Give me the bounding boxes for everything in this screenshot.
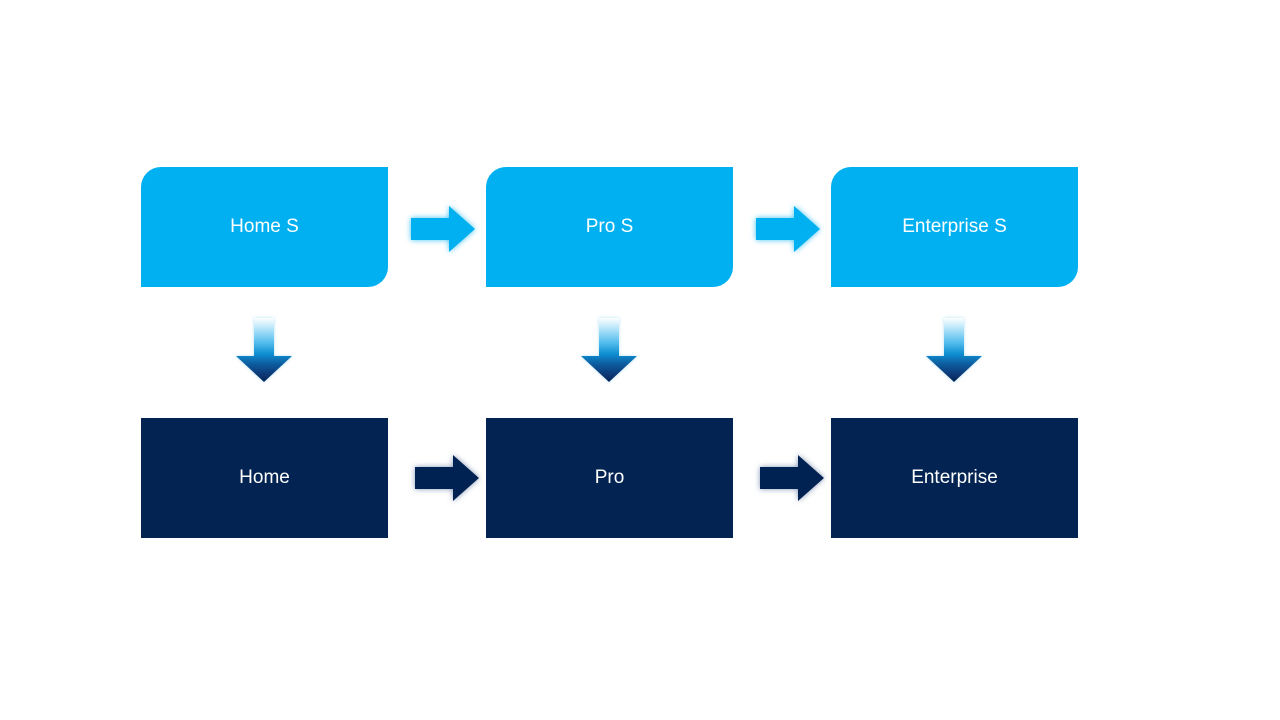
box-enterprise-s-label: Enterprise S — [902, 215, 1007, 237]
box-home-s-label: Home S — [230, 215, 299, 237]
down-arrow-icon — [236, 318, 292, 382]
box-pro-label: Pro — [594, 466, 625, 488]
box-home-s: Home S — [141, 167, 388, 287]
right-arrow-icon — [756, 206, 820, 252]
right-arrow-icon — [415, 455, 479, 501]
box-pro-s: Pro S — [486, 167, 733, 287]
box-home: Home — [141, 418, 388, 538]
down-arrow-icon — [581, 318, 637, 382]
right-arrow-icon — [411, 206, 475, 252]
box-enterprise-label: Enterprise — [911, 466, 998, 488]
box-enterprise: Enterprise — [831, 418, 1078, 538]
right-arrow-icon — [760, 455, 824, 501]
box-enterprise-s: Enterprise S — [831, 167, 1078, 287]
box-home-label: Home — [239, 466, 290, 488]
box-pro: Pro — [486, 418, 733, 538]
down-arrow-icon — [926, 318, 982, 382]
box-pro-s-label: Pro S — [585, 215, 634, 237]
